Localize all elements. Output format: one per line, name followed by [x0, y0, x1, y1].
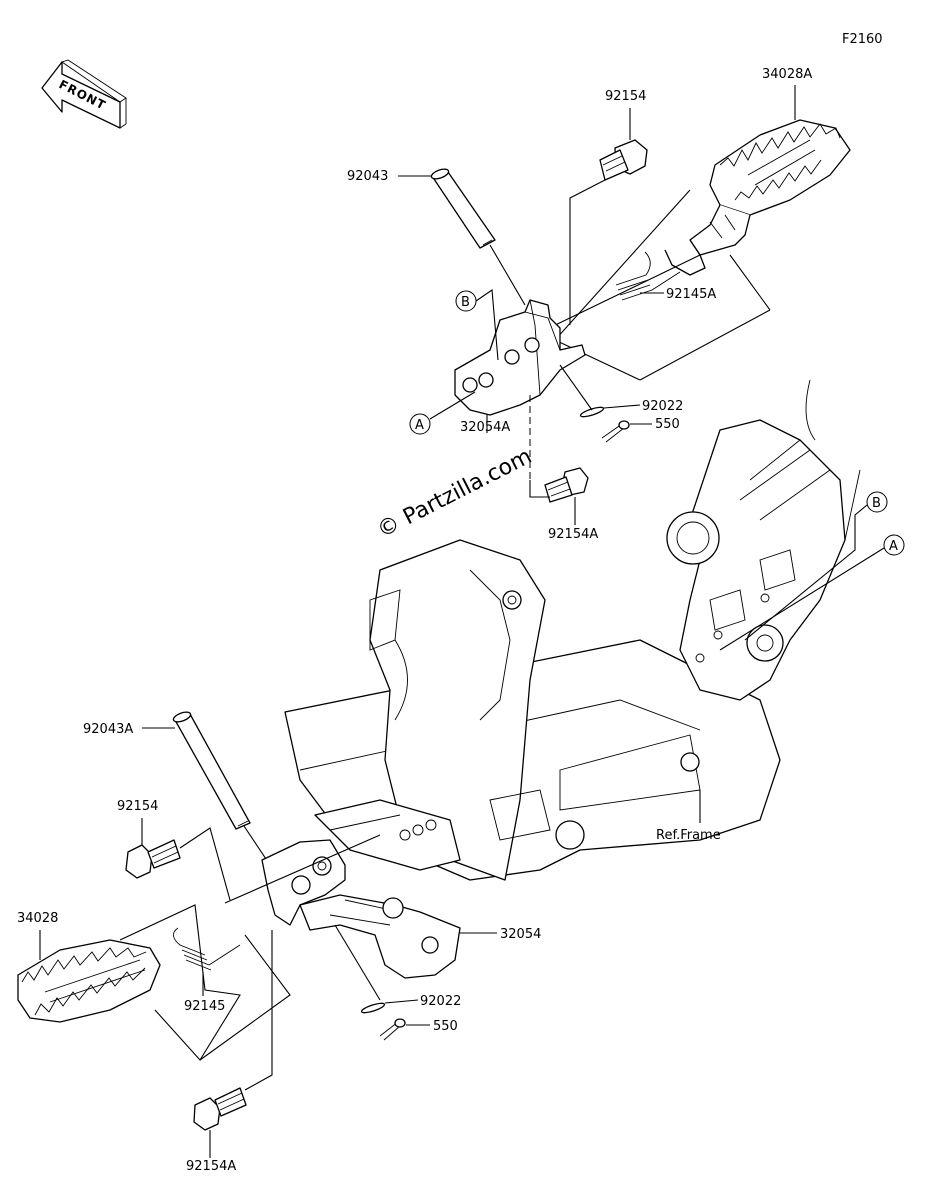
callout-b-top-label: B [461, 295, 470, 310]
pin-axis-line-left [224, 834, 381, 904]
label-92043: 92043 [347, 169, 388, 184]
callout-a-top-label: A [415, 418, 424, 433]
pin-92043 [430, 168, 496, 249]
label-92154a-top: 92154A [548, 527, 598, 542]
label-ref-frame: Ref.Frame [656, 828, 721, 843]
watermark: © Partzilla.com [373, 444, 536, 543]
label-34028: 34028 [17, 911, 58, 926]
leader-92022-bottom [384, 999, 419, 1004]
callout-a-right [883, 534, 905, 556]
bolt-path-92154a-top [529, 480, 550, 498]
label-92022-bottom: 92022 [420, 994, 461, 1009]
bolt-92154-bottom [125, 839, 181, 879]
bolt-path-92154a-bottom [244, 930, 273, 1091]
leader-callout-b-right [744, 504, 868, 641]
bracket-32054a [454, 299, 586, 416]
callout-b-right [866, 491, 888, 513]
leader-callout-b-top [475, 289, 499, 361]
label-550-bottom: 550 [433, 1019, 458, 1034]
bracket-32054 [261, 839, 461, 979]
label-34028a: 34028A [762, 67, 812, 82]
pin-path-92043 [489, 244, 526, 306]
bolt-92154a-bottom [193, 1087, 247, 1131]
label-32054: 32054 [500, 927, 541, 942]
group-lines-34028-b [199, 934, 291, 1061]
front-arrow-icon: FRONT [41, 59, 127, 129]
spring-92145 [173, 927, 241, 971]
label-92154-bottom: 92154 [117, 799, 158, 814]
washer-92022-bottom [360, 1002, 386, 1014]
label-92043a: 92043A [83, 722, 133, 737]
callout-b-right-label: B [872, 496, 881, 511]
callout-a-top [409, 413, 431, 435]
group-lines-34028 [119, 904, 241, 1061]
axis-line-92022-top [559, 364, 593, 411]
cotter-pin-550-top [601, 420, 630, 443]
figure-code: F2160 [842, 32, 883, 47]
label-32054a: 32054A [460, 420, 510, 435]
bolt-path-92154-top [569, 179, 606, 325]
cotter-pin-550-bottom [379, 1018, 406, 1041]
footpeg-34028a [664, 119, 851, 276]
group-lines-34028a [554, 189, 771, 381]
callout-a-right-label: A [889, 539, 898, 554]
axis-line-92022-bottom [334, 924, 381, 1001]
leader-callout-a-top [429, 391, 476, 420]
label-92022-top: 92022 [642, 399, 683, 414]
label-92145a: 92145A [666, 287, 716, 302]
label-92154-top: 92154 [605, 89, 646, 104]
leader-callout-a-right [719, 547, 885, 651]
bolt-92154a-top [544, 467, 589, 503]
footpeg-34028 [17, 939, 161, 1023]
pin-92043a [172, 711, 251, 830]
frame-assembly [284, 379, 861, 881]
spring-92145a [615, 251, 681, 301]
washer-92022-top [579, 406, 605, 418]
pin-axis-line-right [544, 254, 701, 331]
label-92154a-bottom: 92154A [186, 1159, 236, 1174]
label-550-top: 550 [655, 417, 680, 432]
leader-92022-top [603, 404, 641, 409]
bolt-path-92154-bottom [179, 827, 231, 901]
bolt-92154-top [599, 139, 648, 181]
label-92145: 92145 [184, 999, 225, 1014]
